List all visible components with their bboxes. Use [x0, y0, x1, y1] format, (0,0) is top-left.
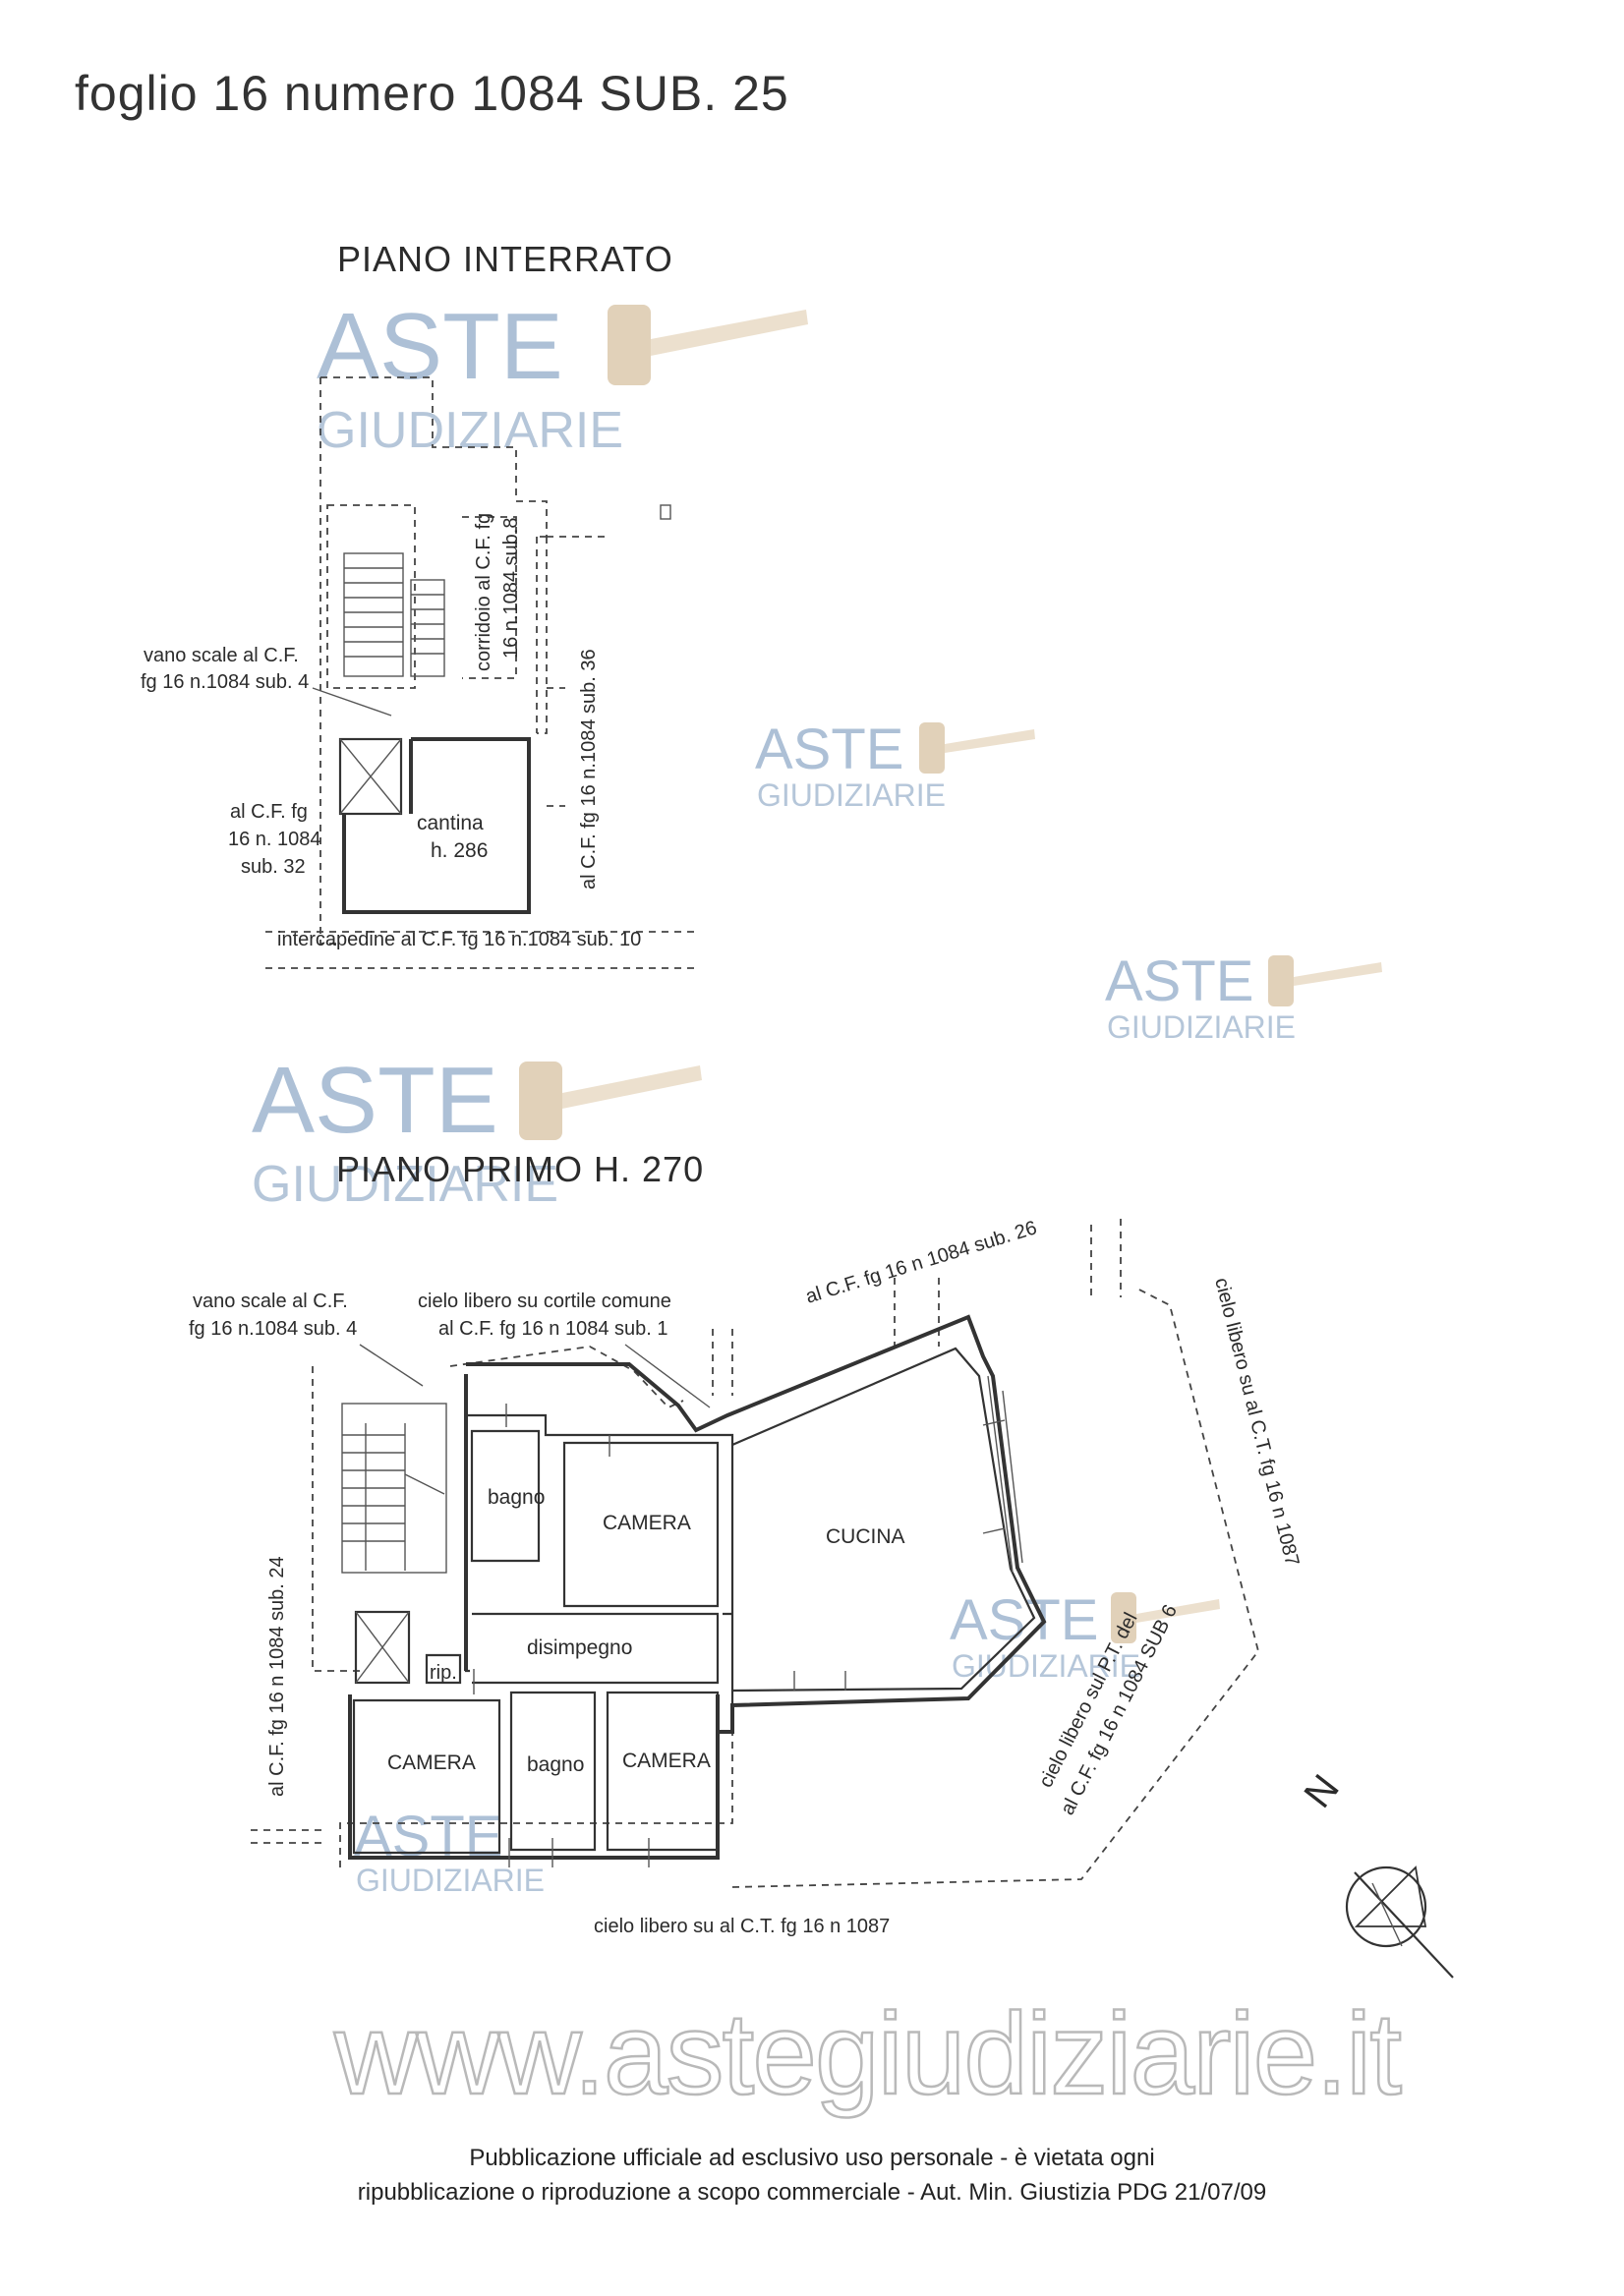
first-stair-label-2: fg 16 n.1084 sub. 4: [189, 1318, 357, 1340]
watermark-giudiziarie: GIUDIZIARIE: [757, 777, 946, 813]
room-bedroom-2: CAMERA: [387, 1751, 476, 1774]
room-bedroom-1: CAMERA: [603, 1512, 691, 1534]
north-arrow-icon: N: [1296, 1767, 1454, 1979]
room-hall: disimpegno: [527, 1636, 632, 1659]
lift-shaft: [354, 1610, 411, 1685]
watermark-giudiziarie: GIUDIZIARIE: [1107, 1009, 1296, 1045]
watermark-aste: ASTE: [252, 1048, 498, 1153]
basement-plan: [265, 376, 700, 969]
watermark-logo-top: ASTE GIUDIZIARIE: [317, 294, 808, 459]
cellar-walls: [342, 737, 531, 914]
watermark-aste: ASTE: [317, 294, 563, 399]
watermark-aste: ASTE: [1105, 949, 1254, 1013]
watermark-giudiziarie: GIUDIZIARIE: [356, 1863, 545, 1898]
hall-outline: [472, 1612, 732, 1685]
footer-line-1: Pubblicazione ufficiale ad esclusivo uso…: [469, 2145, 1154, 2171]
right-boundary: [731, 1287, 1259, 1888]
document-title: foglio 16 numero 1084 SUB. 25: [75, 66, 789, 121]
gavel-icon: [919, 722, 1035, 774]
intercapedine-lines: [265, 931, 700, 969]
room-storage: rip.: [430, 1662, 457, 1684]
lower-boundary: [312, 1366, 733, 1867]
courtyard-label-1: cielo libero su cortile comune: [418, 1291, 671, 1312]
corridor-outline: [462, 516, 517, 679]
watermark-giudiziarie: GIUDIZIARIE: [317, 402, 623, 459]
basement-left-label-2: 16 n. 1084: [228, 829, 321, 850]
gavel-icon: [1111, 1592, 1220, 1643]
watermark-logo-bottom: ASTE GIUDIZIARIE: [354, 1805, 545, 1898]
room-bedroom-3: CAMERA: [622, 1750, 711, 1772]
bathroom1-outline: [470, 1429, 541, 1563]
courtyard-outline: [449, 1346, 684, 1409]
watermark-logo-lower-left: ASTE GIUDIZIARIE: [252, 1048, 702, 1213]
courtyard-label-2: al C.F. fg 16 n 1084 sub. 1: [438, 1318, 668, 1340]
bedroom3-outline: [606, 1691, 720, 1852]
lift-shaft: [338, 737, 403, 816]
basement-left-label-1: al C.F. fg: [230, 801, 308, 823]
basement-heading: PIANO INTERRATO: [337, 239, 673, 279]
stairs: [341, 1403, 447, 1574]
door-ticks: [547, 687, 565, 807]
storage-outline: [425, 1653, 462, 1685]
kitchen-outline: [731, 1347, 1036, 1693]
room-kitchen: CUCINA: [826, 1525, 905, 1548]
watermark-giudiziarie: GIUDIZIARIE: [952, 1648, 1140, 1684]
gavel-icon: [519, 1062, 702, 1140]
cellar-height: h. 286: [431, 839, 488, 862]
neighbour-outline: [319, 376, 609, 945]
leader-line: [312, 687, 392, 717]
watermark-logo-right: ASTE GIUDIZIARIE: [1105, 949, 1382, 1045]
gavel-icon: [608, 305, 808, 385]
bedroom2-outline: [352, 1698, 501, 1855]
watermark-giudiziarie: GIUDIZIARIE: [252, 1156, 558, 1213]
watermark-url: www.astegiudiziarie.it: [333, 1989, 1401, 2119]
cellar-name: cantina: [417, 812, 484, 834]
first-floor-plan: [251, 1219, 1259, 1888]
small-marker: [660, 504, 671, 520]
basement-corridor-label-2: 16 n.1084 sub.8: [500, 518, 522, 659]
gavel-icon: [1268, 955, 1382, 1006]
basement-left-label-3: sub. 32: [241, 856, 306, 878]
watermark-logo-kitchen: ASTE GIUDIZIARIE: [950, 1588, 1220, 1684]
basement-right-label: al C.F. fg 16 n.1084 sub. 36: [578, 649, 600, 890]
footer-line-2: ripubblicazione o riproduzione a scopo c…: [358, 2179, 1266, 2206]
inner-walls-top: [466, 1413, 734, 1730]
basement-bottom-label: intercapedine al C.F. fg 16 n.1084 sub. …: [277, 929, 641, 950]
bottom-label: cielo libero su al C.T. fg 16 n 1087: [594, 1916, 890, 1937]
bathroom2-outline: [509, 1691, 597, 1852]
left-side-label: al C.F. fg 16 n 1084 sub. 24: [266, 1556, 288, 1797]
first-stair-label-1: vano scale al C.F.: [193, 1291, 348, 1312]
neighbour-ticks: [712, 1219, 1122, 1396]
left-ticks: [251, 1829, 324, 1844]
north-letter: N: [1296, 1767, 1347, 1816]
window-lines: [987, 1375, 1023, 1574]
basement-stair-label-2: fg 16 n.1084 sub. 4: [141, 671, 309, 693]
basement-stair-label-1: vano scale al C.F.: [144, 645, 299, 666]
top-right-label: al C.F. fg 16 n 1084 sub. 26: [803, 1217, 1039, 1308]
bedroom1-outline: [562, 1441, 720, 1608]
watermark-logo-middle: ASTE GIUDIZIARIE: [755, 718, 1035, 813]
stair-block-outline: [326, 504, 416, 689]
leader-line: [359, 1344, 424, 1387]
lobby-wall: [464, 1573, 470, 1673]
watermark-aste: ASTE: [755, 718, 904, 781]
door-ticks: [473, 1404, 1006, 1867]
leader-line: [624, 1344, 711, 1408]
room-bathroom-1: bagno: [488, 1486, 545, 1509]
basement-corridor-label-1: corridoio al C.F. fg: [473, 513, 494, 671]
first-floor-heading: PIANO PRIMO H. 270: [336, 1149, 704, 1189]
right-side-label: cielo libero su al C.T. fg 16 n 1087: [1210, 1276, 1303, 1569]
stairs: [343, 552, 445, 677]
room-bathroom-2: bagno: [527, 1753, 584, 1776]
